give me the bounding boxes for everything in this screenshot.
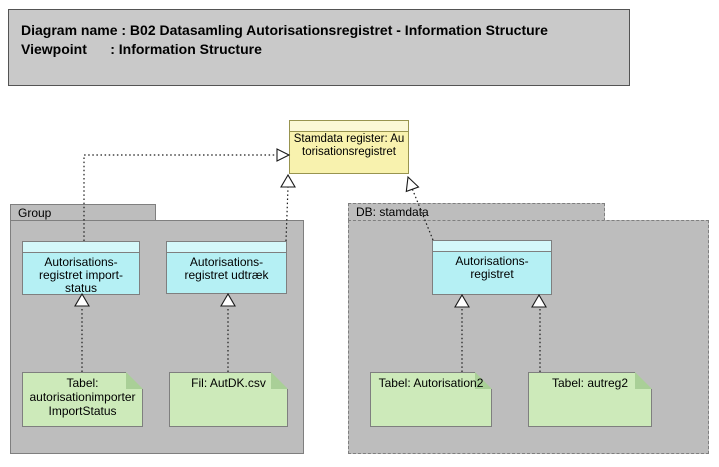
realization-arrowhead-icon (405, 175, 420, 193)
object-header-strip (433, 241, 551, 252)
note-fil-autdk-csv[interactable]: Fil: AutDK.csv (169, 372, 288, 427)
note-tabel-autreg2[interactable]: Tabel: autreg2 (528, 372, 652, 427)
db-stamdata-container-tab[interactable]: DB: stamdata (348, 203, 605, 221)
note-label: Tabel: autreg2 (551, 376, 629, 390)
note-label: Tabel: Autorisation2 (378, 376, 484, 390)
note-fold-icon (271, 372, 288, 389)
object-header-strip (23, 242, 139, 253)
realization-arrowhead-icon (276, 148, 291, 162)
note-fold-icon (126, 372, 143, 389)
object-header-strip (167, 242, 286, 253)
note-fold-icon (635, 372, 652, 389)
group-container-label: Group (18, 206, 52, 220)
note-tabel-autorisation2[interactable]: Tabel: Autorisation2 (370, 372, 492, 427)
group-container-tab[interactable]: Group (10, 204, 156, 221)
diagram-title-box[interactable]: Diagram name : B02 Datasamling Autorisat… (8, 9, 630, 86)
note-tabel-autorisationimporter-importstatus[interactable]: Tabel: autorisationimporter ImportStatus (22, 372, 143, 427)
stamdata-register-label: Stamdata register: Autorisationsregistre… (293, 133, 405, 158)
realization-arrowhead-icon (280, 173, 296, 188)
viewpoint-line: Viewpoint : Information Structure (21, 41, 262, 57)
object-label: Autorisations-registret udtræk (184, 255, 269, 282)
object-autorisationsregistret-udtraek[interactable]: Autorisations-registret udtræk (166, 241, 287, 294)
object-label: Autorisations-registret (455, 254, 529, 281)
diagram-name-line: Diagram name : B02 Datasamling Autorisat… (21, 22, 548, 38)
object-label: Autorisations-registret import-status (38, 255, 124, 295)
stamdata-register-box[interactable]: Stamdata register: Autorisationsregistre… (289, 120, 409, 174)
note-label: Tabel: autorisationimporter ImportStatus (29, 376, 136, 418)
note-fold-icon (475, 372, 492, 389)
stamdata-header-strip (290, 121, 408, 132)
db-stamdata-container-label: DB: stamdata (356, 205, 429, 219)
object-autorisationsregistret-importstatus[interactable]: Autorisations-registret import-status (22, 241, 140, 295)
note-label: Fil: AutDK.csv (191, 376, 266, 390)
object-autorisationsregistret[interactable]: Autorisations-registret (432, 240, 552, 295)
